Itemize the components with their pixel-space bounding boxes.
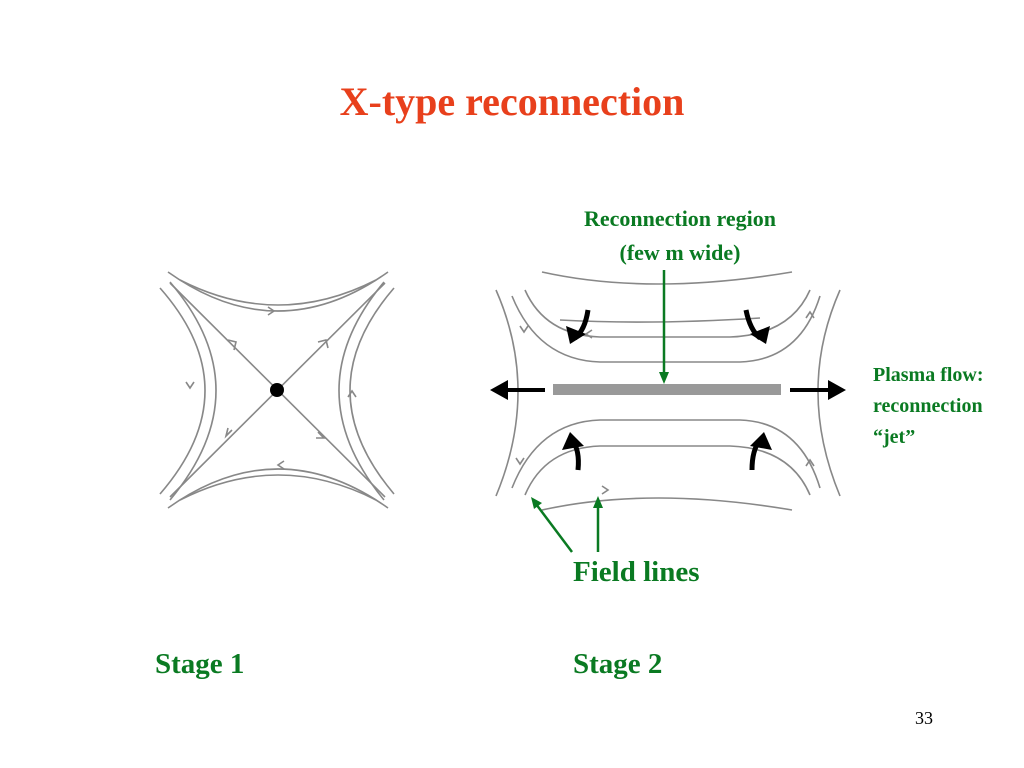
left-jet-arrowhead — [490, 380, 508, 400]
field-line — [179, 474, 377, 501]
x-point-dot — [270, 383, 284, 397]
field-pointer-arrowhead — [593, 496, 603, 508]
field-line — [559, 317, 761, 323]
flow-arrowhead — [601, 485, 610, 495]
reconnection-region-line2: (few m wide) — [619, 240, 741, 265]
page-number: 33 — [915, 708, 933, 728]
flow-arrowhead — [316, 431, 326, 439]
field-line — [167, 468, 389, 509]
field-line — [179, 279, 377, 306]
flow-arrowhead — [224, 427, 233, 439]
reconnection-region-label: Reconnection region (few m wide) — [540, 202, 820, 270]
outflow-arrowhead — [750, 432, 772, 450]
field-line — [541, 497, 793, 511]
field-line — [511, 295, 821, 363]
flow-arrowhead — [276, 460, 285, 470]
field-line — [511, 419, 821, 489]
field-line — [338, 281, 385, 501]
flow-arrowhead — [317, 339, 329, 349]
flow-arrowhead — [519, 325, 529, 334]
flow-arrowhead — [805, 310, 815, 319]
field-line — [349, 287, 395, 495]
plasma-flow-line1: Plasma flow: — [873, 364, 984, 386]
stage1-label: Stage 1 — [155, 648, 245, 680]
field-lines-label: Field lines — [573, 556, 700, 588]
flow-arrowhead — [515, 457, 525, 466]
region-pointer-arrowhead — [659, 372, 669, 384]
plasma-flow-label: Plasma flow: reconnection “jet” — [873, 360, 984, 453]
field-line — [524, 445, 811, 496]
inflow-arrows — [562, 309, 772, 471]
plasma-flow-line2: reconnection — [873, 395, 983, 417]
field-line — [159, 287, 206, 495]
field-pointer-arrowhead — [531, 497, 542, 509]
field-line — [541, 271, 793, 285]
field-line — [169, 281, 217, 501]
flow-arrowhead — [267, 306, 276, 316]
stage2-label: Stage 2 — [573, 648, 663, 680]
field-pointer-line — [535, 503, 573, 553]
reconnection-region-line1: Reconnection region — [583, 206, 777, 231]
jet-arrows — [490, 380, 846, 400]
reconnection-region-bar — [553, 384, 781, 395]
flow-arrowhead — [227, 339, 237, 351]
inflow-arrowhead — [750, 326, 770, 344]
field-line — [524, 289, 811, 338]
right-jet-arrowhead — [828, 380, 846, 400]
flow-arrowhead — [805, 458, 815, 467]
outflow-arrowhead — [562, 432, 584, 450]
annotation-pointers — [531, 270, 669, 553]
flow-arrowhead — [347, 389, 357, 398]
inflow-arrowhead — [566, 326, 586, 344]
flow-arrowhead — [584, 329, 593, 339]
flow-arrowhead — [185, 381, 195, 390]
field-line — [167, 271, 389, 312]
slide-title: X-type reconnection — [339, 79, 685, 124]
plasma-flow-line3: “jet” — [873, 426, 916, 448]
